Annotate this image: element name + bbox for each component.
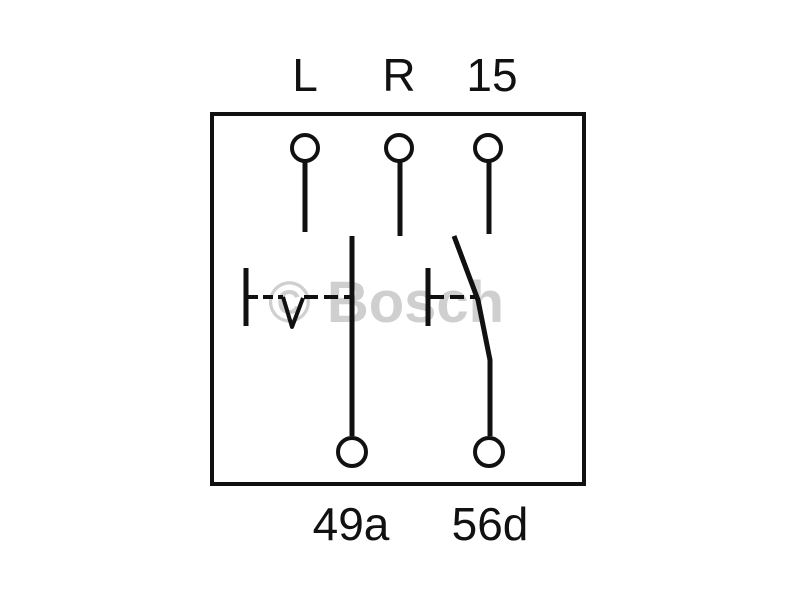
terminal-label-r: R — [382, 49, 415, 101]
terminal-49a — [336, 436, 368, 468]
terminal-56d — [473, 436, 505, 468]
terminal-15 — [473, 133, 503, 163]
terminal-label-56d: 56d — [452, 498, 529, 550]
switch-blade-56d — [451, 235, 493, 436]
terminal-label-15: 15 — [466, 49, 517, 101]
terminal-label-49a: 49a — [313, 498, 390, 550]
watermark-text: © Bosch — [268, 270, 504, 335]
actuator-left-v — [281, 296, 305, 329]
terminal-r — [384, 133, 414, 163]
terminal-l — [290, 133, 320, 163]
switch-housing — [210, 112, 586, 486]
terminal-label-l: L — [292, 49, 318, 101]
